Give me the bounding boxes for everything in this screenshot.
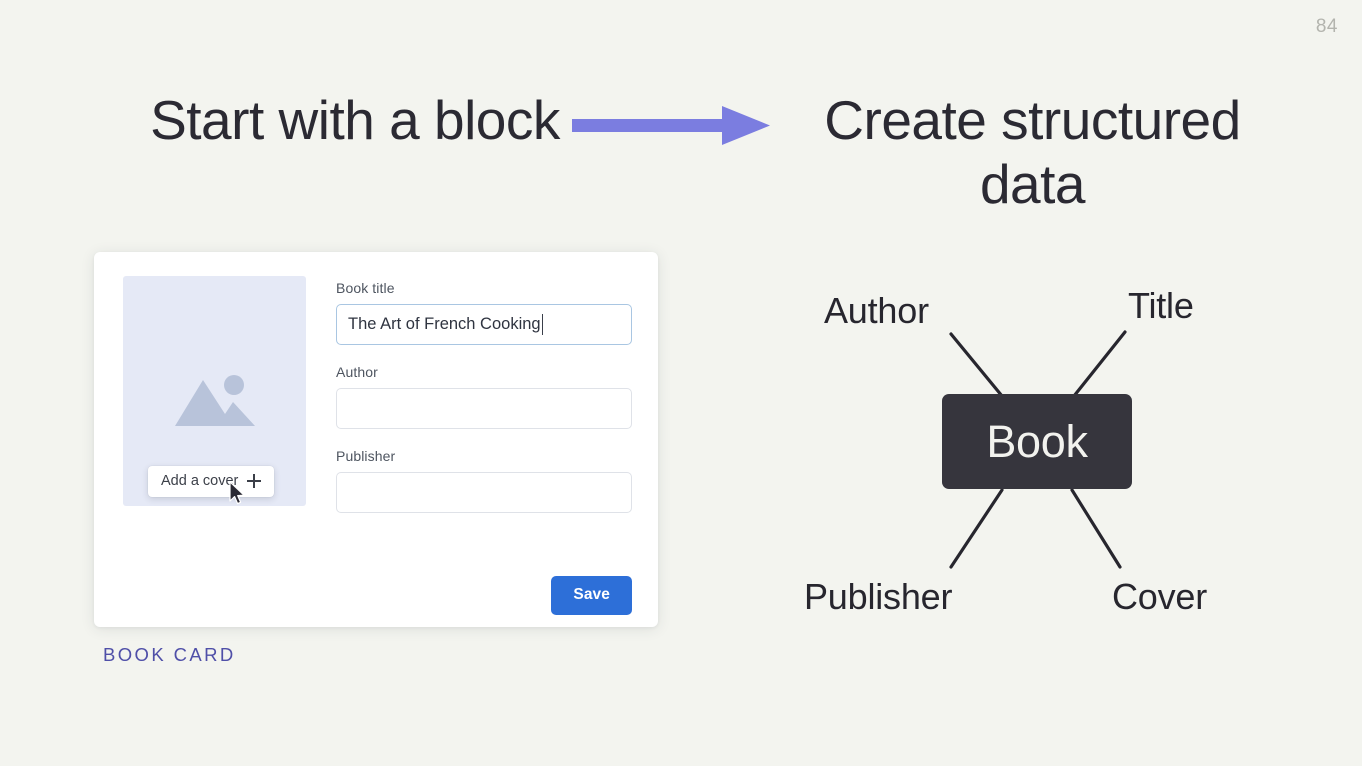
image-placeholder-icon [174, 375, 255, 426]
book-card-caption: BOOK CARD [103, 644, 236, 665]
add-a-cover-button[interactable]: Add a cover [148, 466, 275, 497]
book-card: Add a cover Book title The Art of French… [94, 252, 658, 627]
plus-icon [247, 474, 262, 488]
structured-data-diagram: Book Author Title Publisher Cover [780, 270, 1280, 640]
diagram-label-cover: Cover [1112, 576, 1208, 617]
publisher-label: Publisher [336, 448, 396, 464]
diagram-center-node: Book [942, 394, 1132, 489]
diagram-center-label: Book [986, 416, 1088, 467]
book-title-label: Book title [336, 280, 395, 296]
page-number: 84 [1315, 16, 1338, 37]
right-arrow-icon [572, 106, 770, 145]
author-label: Author [336, 364, 378, 380]
save-button[interactable]: Save [551, 576, 632, 615]
heading-right: Create structured data [824, 89, 1241, 215]
diagram-label-publisher: Publisher [804, 576, 953, 617]
heading-left: Start with a block [150, 89, 560, 151]
book-title-value: The Art of French Cooking [348, 315, 541, 333]
field-group-publisher: Publisher [336, 448, 632, 513]
diagram-label-author: Author [824, 290, 929, 331]
author-input[interactable] [336, 388, 632, 429]
field-group-book-title: Book title The Art of French Cooking [336, 280, 632, 345]
diagram-label-title: Title [1128, 285, 1194, 326]
text-caret [541, 314, 543, 335]
book-title-input[interactable]: The Art of French Cooking [336, 304, 632, 345]
book-form: Book title The Art of French Cooking Aut… [336, 280, 632, 615]
publisher-input[interactable] [336, 472, 632, 513]
cover-placeholder[interactable]: Add a cover [123, 276, 306, 506]
field-group-author: Author [336, 364, 632, 429]
diagram-connector-lines [949, 330, 1127, 569]
add-a-cover-label: Add a cover [161, 473, 239, 489]
